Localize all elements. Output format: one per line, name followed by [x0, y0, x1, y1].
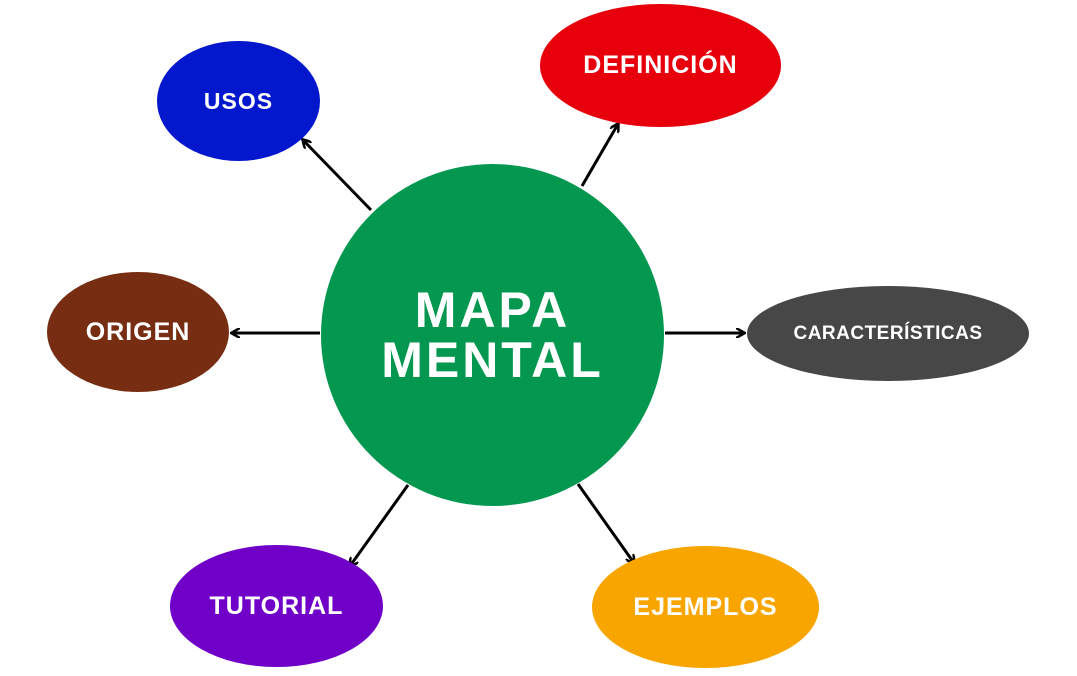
- central-node: MAPA MENTAL: [321, 164, 664, 506]
- branch-node-tutorial: TUTORIAL: [170, 545, 383, 667]
- branch-label-usos: USOS: [203, 87, 274, 114]
- branch-label-tutorial: TUTORIAL: [209, 591, 344, 620]
- branch-node-origen: ORIGEN: [47, 272, 229, 392]
- arrow-to-ejemplos: [576, 483, 634, 563]
- branch-node-definicion: DEFINICIÓN: [540, 4, 781, 127]
- central-node-label: MAPA MENTAL: [381, 282, 604, 388]
- arrow-to-definicion: [580, 124, 618, 187]
- arrow-to-tutorial: [350, 484, 410, 566]
- branch-label-definicion: DEFINICIÓN: [583, 51, 738, 79]
- branch-node-ejemplos: EJEMPLOS: [592, 546, 819, 668]
- branch-node-usos: USOS: [157, 41, 320, 161]
- branch-label-caracteristicas: CARACTERÍSTICAS: [793, 322, 983, 344]
- branch-label-ejemplos: EJEMPLOS: [633, 592, 778, 621]
- arrow-to-usos: [303, 140, 373, 212]
- branch-label-origen: ORIGEN: [85, 317, 191, 346]
- branch-node-caracteristicas: CARACTERÍSTICAS: [747, 286, 1029, 381]
